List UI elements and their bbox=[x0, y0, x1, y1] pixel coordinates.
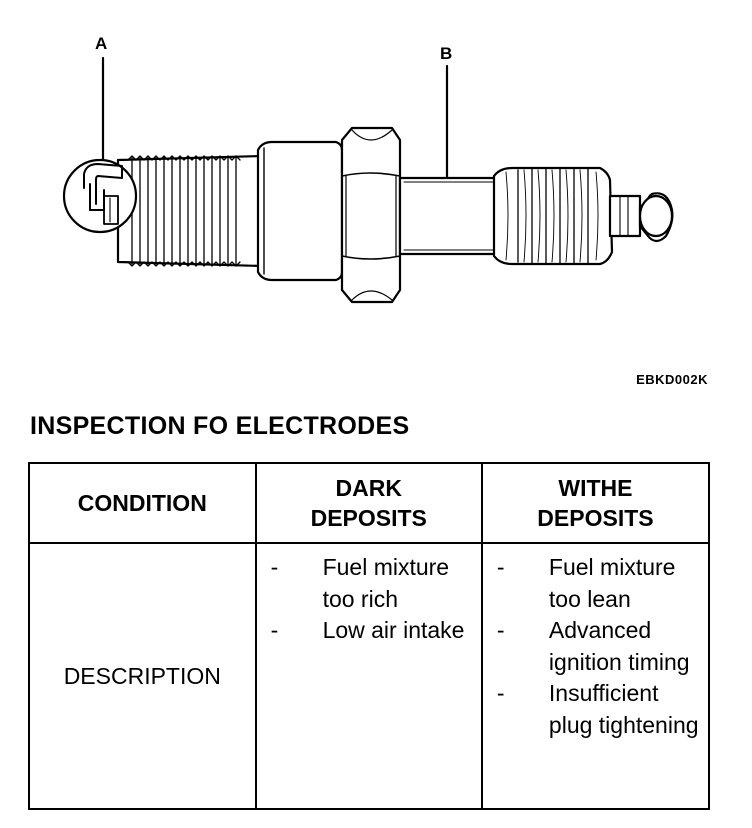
table-row-description: DESCRIPTION - Fuel mixture too rich - Low … bbox=[28, 542, 711, 810]
shell-collar bbox=[256, 140, 344, 282]
header-white-line2: DEPOSITS bbox=[537, 505, 654, 531]
white-deposits-list: - Fuel mixture too lean - Advanced ignitio… bbox=[483, 552, 708, 741]
callout-label-a: A bbox=[95, 34, 108, 53]
header-dark-deposits: DARK DEPOSITS bbox=[254, 462, 483, 544]
inspection-table: CONDITION DARK DEPOSITS WITHE DEPOSITS D… bbox=[28, 462, 711, 810]
insulator bbox=[398, 166, 614, 266]
list-item-text: Fuel mixture too rich bbox=[322, 554, 450, 612]
header-white-line1: WITHE bbox=[558, 475, 633, 501]
cell-white-description: - Fuel mixture too lean - Advanced ignitio… bbox=[480, 542, 711, 810]
bullet-dash: - bbox=[270, 617, 279, 643]
bullet-dash: - bbox=[496, 554, 505, 580]
header-dark-line1: DARK bbox=[335, 475, 402, 501]
header-white-deposits: WITHE DEPOSITS bbox=[480, 462, 711, 544]
row-label-description: DESCRIPTION bbox=[28, 542, 257, 810]
section-title: INSPECTION FO ELECTRODES bbox=[30, 412, 410, 440]
electrode-detail-a bbox=[62, 158, 138, 234]
threaded-body bbox=[116, 154, 264, 268]
bullet-dash: - bbox=[496, 617, 505, 643]
list-item-text: Fuel mixture too lean bbox=[548, 554, 676, 612]
header-condition: CONDITION bbox=[28, 462, 257, 544]
dark-deposits-list: - Fuel mixture too rich - Low air intake bbox=[257, 552, 481, 647]
header-dark-line2: DEPOSITS bbox=[310, 505, 427, 531]
list-item: - Insufficient plug tightening bbox=[483, 678, 708, 741]
bullet-dash: - bbox=[270, 554, 279, 580]
list-item: - Fuel mixture too rich bbox=[257, 552, 481, 615]
list-item-text: Insufficient plug tightening bbox=[548, 680, 699, 738]
table-header-row: CONDITION DARK DEPOSITS WITHE DEPOSITS bbox=[28, 462, 711, 544]
hex-nut bbox=[340, 126, 402, 304]
callout-label-b: B bbox=[440, 44, 453, 63]
header-condition-label: CONDITION bbox=[77, 490, 207, 516]
list-item: - Advanced ignition timing bbox=[483, 615, 708, 678]
spark-plug-diagram bbox=[62, 56, 674, 304]
list-item-text: Low air intake bbox=[322, 617, 465, 643]
cell-dark-description: - Fuel mixture too rich - Low air intake bbox=[254, 542, 483, 810]
figure-code: EBKD002K bbox=[636, 372, 708, 387]
bullet-dash: - bbox=[496, 680, 505, 706]
terminal bbox=[608, 192, 674, 243]
list-item-text: Advanced ignition timing bbox=[548, 617, 690, 675]
list-item: - Low air intake bbox=[257, 615, 481, 647]
list-item: - Fuel mixture too lean bbox=[483, 552, 708, 615]
